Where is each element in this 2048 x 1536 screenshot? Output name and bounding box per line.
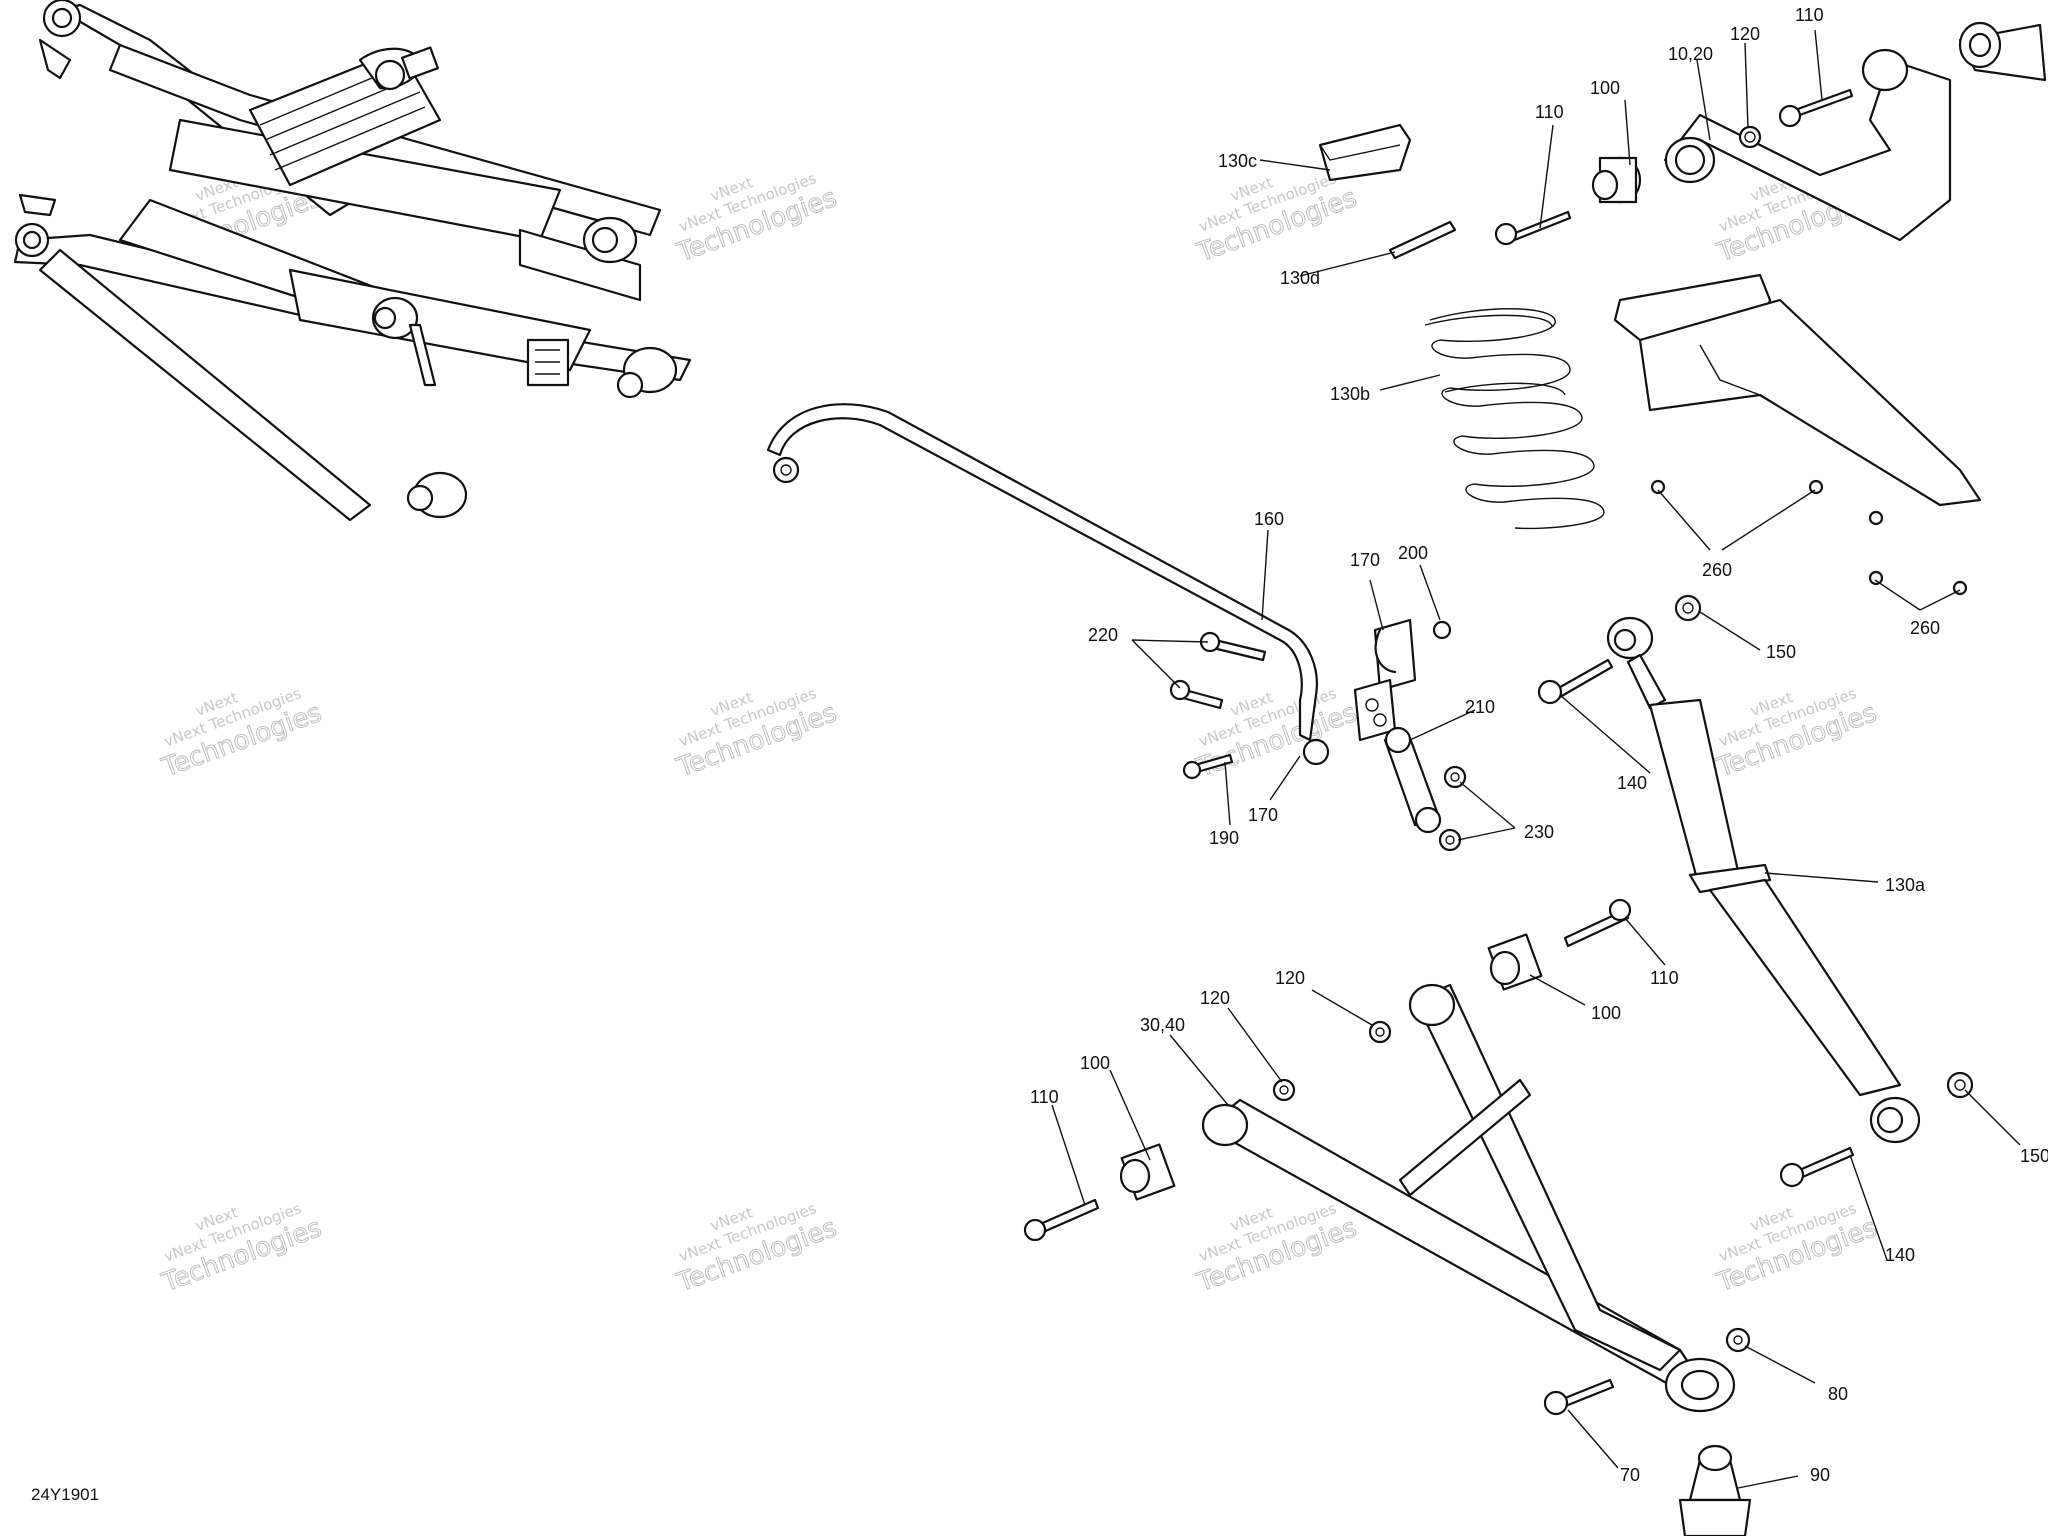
callout-150: 150 <box>2020 1146 2048 1166</box>
watermark: vNext vNext Technologies Technologies <box>157 684 326 784</box>
bolt-70 <box>1543 1378 1615 1416</box>
shock-absorber <box>1606 616 1921 1144</box>
watermark: vNext vNext Technologies Technologies <box>1712 1199 1881 1299</box>
callout-110: 110 <box>1030 1087 1059 1107</box>
callout-90: 90 <box>1810 1465 1830 1485</box>
callout-100: 100 <box>1591 1003 1621 1023</box>
callout-80: 80 <box>1828 1384 1848 1404</box>
callout-100: 100 <box>1590 78 1620 98</box>
callout-210: 210 <box>1465 697 1495 717</box>
bushing-lower-left <box>1119 1143 1176 1201</box>
callout-150: 150 <box>1766 642 1796 662</box>
bolt-lower-left <box>1023 1198 1100 1242</box>
bushing-upper <box>1591 156 1642 204</box>
callout-200: 200 <box>1398 543 1428 563</box>
sway-bar <box>766 403 1330 766</box>
callout-10-20: 10,20 <box>1668 44 1713 64</box>
coil-spring <box>1424 308 1605 530</box>
callout-260: 260 <box>1702 560 1732 580</box>
callout-130a: 130a <box>1885 875 1926 895</box>
nuts-230 <box>1438 765 1467 852</box>
ball-joint-90 <box>1678 1444 1752 1536</box>
upper-a-arm <box>1663 21 2047 242</box>
callout-190: 190 <box>1209 828 1239 848</box>
watermark: vNext vNext Technologies Technologies <box>1712 684 1881 784</box>
shock-retainer <box>1388 220 1457 260</box>
callout-30-40: 30,40 <box>1140 1015 1185 1035</box>
callout-160: 160 <box>1254 509 1284 529</box>
protective-bracket <box>1613 273 1982 507</box>
bolt-lower-right <box>1563 898 1632 948</box>
bolts-220 <box>1169 631 1267 780</box>
nut-upper <box>1738 125 1762 149</box>
sway-link <box>1383 726 1442 834</box>
callout-130c: 130c <box>1218 151 1257 171</box>
callout-110: 110 <box>1535 102 1564 122</box>
lower-a-arm <box>1201 983 1736 1413</box>
nuts-lower-120 <box>1272 1020 1392 1102</box>
leader-lines <box>1051 29 2021 1489</box>
callout-140: 140 <box>1617 773 1647 793</box>
callout-100: 100 <box>1080 1053 1110 1073</box>
callout-labels: 110 120 10,20 100 110 130c 130d 130b 260… <box>1030 5 2048 1485</box>
watermark: vNext vNext Technologies Technologies <box>672 169 841 269</box>
rivets-260 <box>1650 479 1968 596</box>
callout-110: 110 <box>1650 968 1679 988</box>
assembled-suspension-illustration <box>13 0 692 522</box>
callout-120: 120 <box>1730 24 1760 44</box>
callout-70: 70 <box>1620 1465 1640 1485</box>
shock-assembled <box>248 46 442 187</box>
callout-130d: 130d <box>1280 268 1320 288</box>
watermark: vNext vNext Technologies Technologies <box>672 684 841 784</box>
bolt-upper <box>1494 210 1572 246</box>
callout-230: 230 <box>1524 822 1554 842</box>
nut-80 <box>1725 1327 1751 1353</box>
callout-170: 170 <box>1350 550 1380 570</box>
shock-cap <box>1318 123 1412 182</box>
callout-220: 220 <box>1088 625 1118 645</box>
bushing-lower-right <box>1487 933 1543 991</box>
watermark: vNext vNext Technologies Technologies <box>157 1199 326 1299</box>
watermark: vNext vNext Technologies Technologies <box>672 1199 841 1299</box>
bolt-upper-right <box>1778 88 1854 128</box>
callout-170: 170 <box>1248 805 1278 825</box>
document-id: 24Y1901 <box>31 1485 100 1504</box>
callout-120: 120 <box>1275 968 1305 988</box>
callout-260: 260 <box>1910 618 1940 638</box>
callout-110: 110 <box>1795 5 1824 25</box>
bolts-140 <box>1537 658 1855 1188</box>
callout-120: 120 <box>1200 988 1230 1008</box>
sway-bar-bracket <box>1353 618 1452 742</box>
callout-130b: 130b <box>1330 384 1370 404</box>
callout-140: 140 <box>1885 1245 1915 1265</box>
